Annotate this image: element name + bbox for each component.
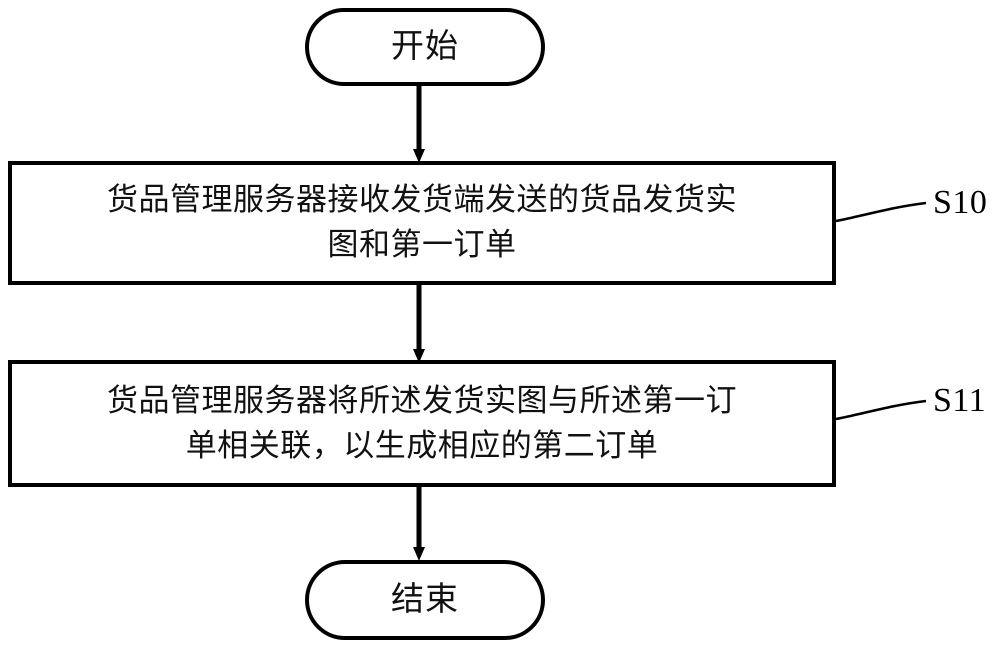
node-start-label: 开始 [391, 28, 459, 65]
node-end-label: 结束 [391, 581, 459, 618]
node-s10-label-line1: 货品管理服务器接收发货端发送的货品发货实 [107, 182, 737, 218]
node-s11[interactable]: 货品管理服务器将所述发货实图与所述第一订 单相关联，以生成相应的第二订单 [8, 360, 836, 487]
leader-line-s10 [835, 201, 927, 223]
node-s11-label-line2: 单相关联，以生成相应的第二订单 [185, 427, 659, 463]
node-s10[interactable]: 货品管理服务器接收发货端发送的货品发货实 图和第一订单 [8, 161, 836, 285]
node-s11-label-line1: 货品管理服务器将所述发货实图与所述第一订 [107, 382, 737, 418]
step-label-s10: S10 [933, 184, 988, 221]
leader-line-s11 [835, 399, 927, 421]
node-s11-text: 货品管理服务器将所述发货实图与所述第一订 单相关联，以生成相应的第二订单 [107, 379, 737, 469]
node-end[interactable]: 结束 [305, 560, 545, 640]
node-start[interactable]: 开始 [305, 8, 545, 86]
node-s10-label-line2: 图和第一订单 [327, 227, 517, 262]
node-s10-text: 货品管理服务器接收发货端发送的货品发货实 图和第一订单 [107, 178, 737, 268]
step-label-s11: S11 [933, 382, 987, 419]
